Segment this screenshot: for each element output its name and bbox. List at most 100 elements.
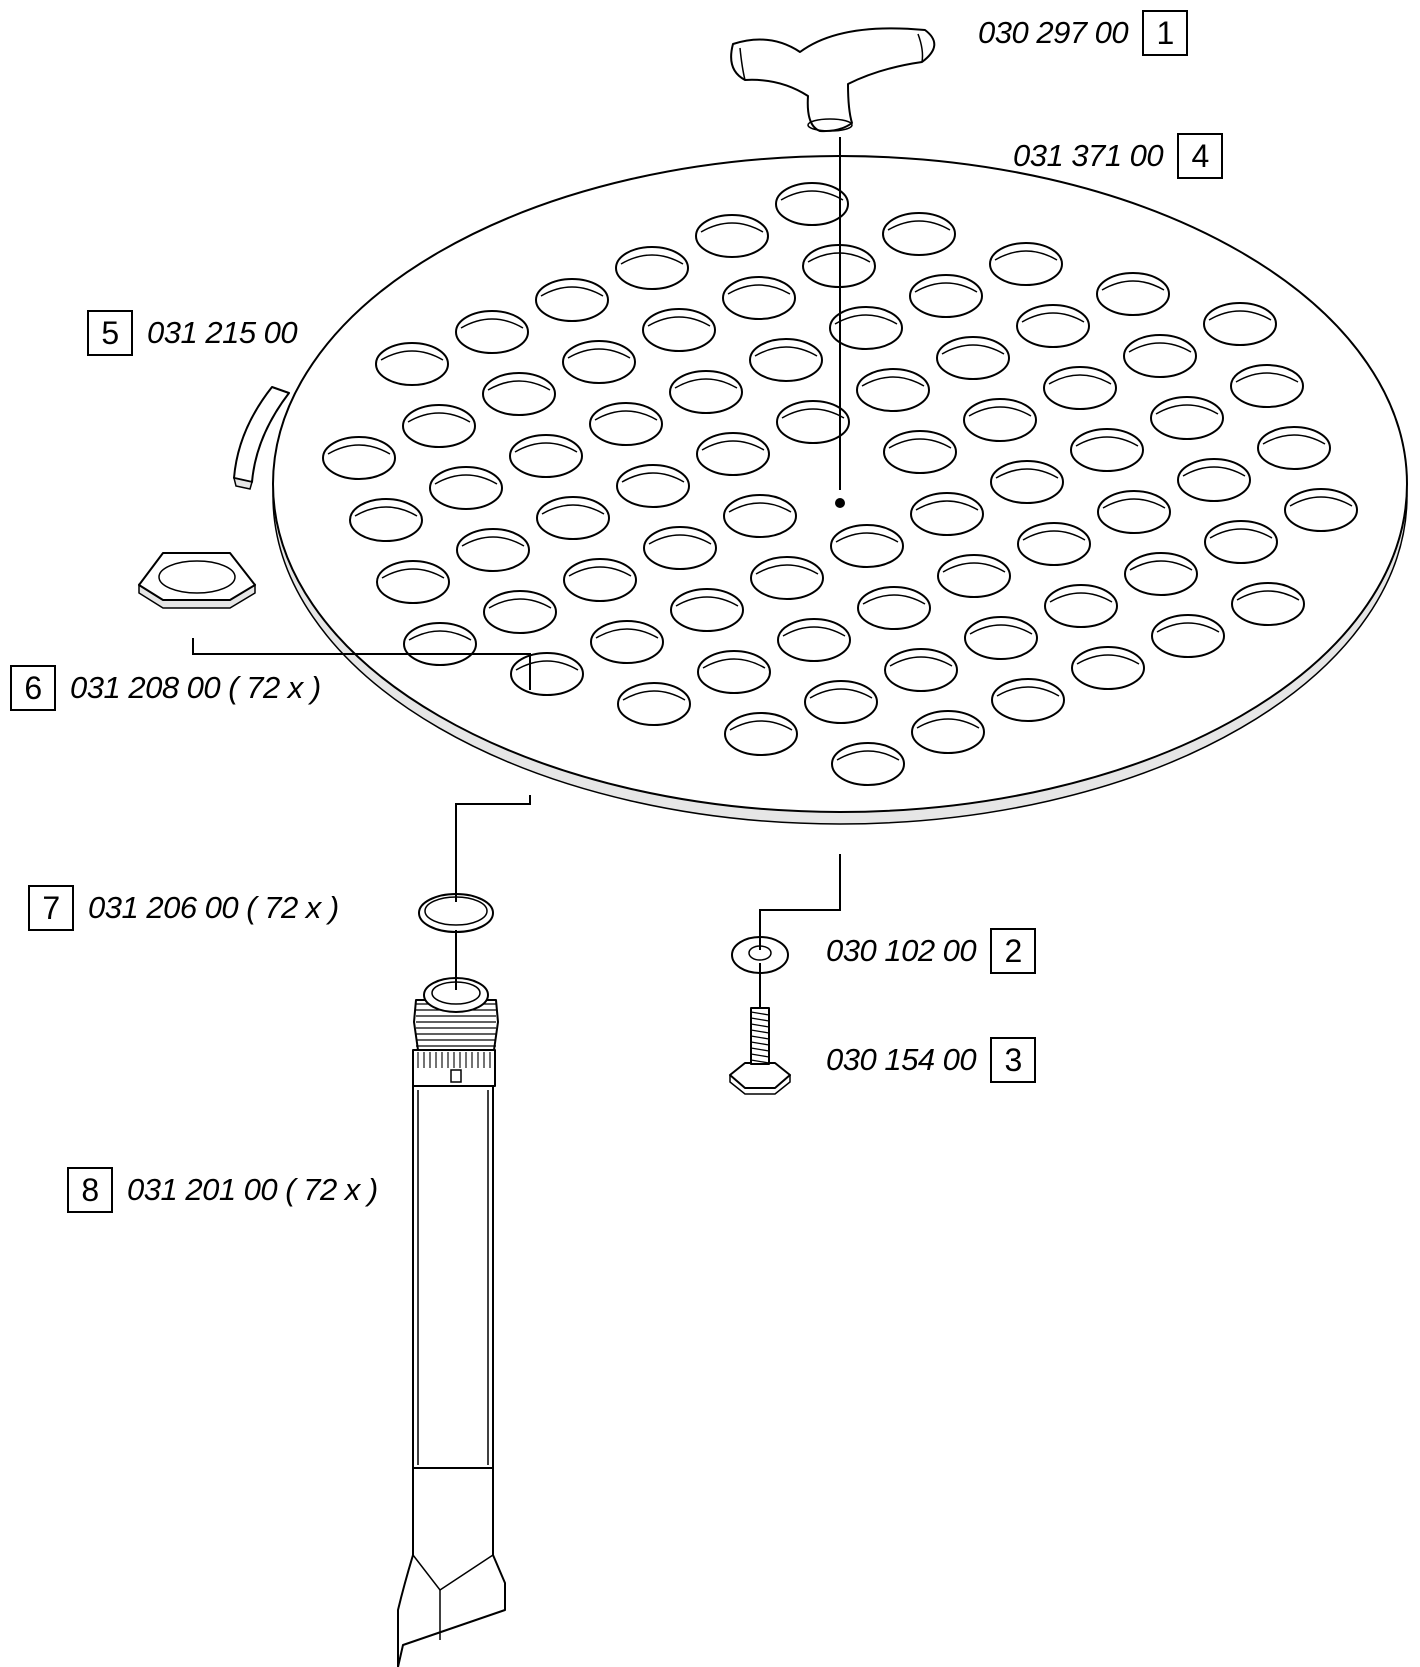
part-number-text: 030 297 00: [978, 15, 1129, 50]
plate-hole: [1071, 646, 1145, 690]
item-number-box: 7: [28, 885, 74, 931]
plate-hole: [697, 650, 771, 694]
plate-hole: [857, 586, 931, 630]
part-number-text: 031 201 00 ( 72 x ): [127, 1172, 378, 1207]
plate-hole: [429, 466, 503, 510]
plate-hole: [617, 682, 691, 726]
plate-hole: [482, 372, 556, 416]
part-number-text: 031 206 00 ( 72 x ): [88, 890, 339, 925]
filter-nozzle: [397, 977, 506, 1667]
plate-hole: [777, 618, 851, 662]
plate-hole: [322, 436, 396, 480]
part-number-text: 031 208 00 ( 72 x ): [70, 670, 321, 705]
part-number-text: 031 215 00: [147, 315, 298, 350]
plate-hole: [563, 558, 637, 602]
plate-hole: [883, 430, 957, 474]
part-label-6: 031 208 00 ( 72 x ) 6: [10, 665, 321, 711]
plate-hole: [1017, 522, 1091, 566]
plate-hole: [1231, 582, 1305, 626]
plate-hole: [856, 368, 930, 412]
item-number-box: 8: [67, 1167, 113, 1213]
plate-hole: [1016, 304, 1090, 348]
t-handle-knob: [730, 27, 936, 133]
plate-hole: [375, 342, 449, 386]
part-number-text: 031 371 00: [1013, 138, 1164, 173]
plate-hole: [749, 338, 823, 382]
plate-hole: [510, 652, 584, 696]
hex-nut: [138, 552, 256, 609]
plate-hole: [804, 680, 878, 724]
plate-hole: [1123, 334, 1197, 378]
plate-hole: [1096, 272, 1170, 316]
plate-hole: [882, 212, 956, 256]
plate-hole: [403, 622, 477, 666]
plate-hole: [963, 398, 1037, 442]
plate-hole: [402, 404, 476, 448]
plate-hole: [1124, 552, 1198, 596]
part-number-text: 030 154 00: [826, 1042, 977, 1077]
part-label-5: 031 215 00 5: [87, 310, 298, 356]
plate-hole: [937, 554, 1011, 598]
plate-hole: [1150, 396, 1224, 440]
plate-hole: [455, 310, 529, 354]
plate-hole: [829, 306, 903, 350]
plate-hole: [535, 278, 609, 322]
plate-hole: [670, 588, 744, 632]
plate-hole: [669, 370, 743, 414]
item-number-box: 5: [87, 310, 133, 356]
plate-hole: [722, 276, 796, 320]
part-label-7: 031 206 00 ( 72 x ) 7: [28, 885, 339, 931]
plate-hole: [775, 182, 849, 226]
part-label-4: 031 371 00 4: [1013, 133, 1224, 179]
plate-hole: [562, 340, 636, 384]
plate-hole: [376, 560, 450, 604]
plate-hole: [1230, 364, 1304, 408]
plate-hole: [1097, 490, 1171, 534]
plate-hole: [1070, 428, 1144, 472]
plate-hole: [1203, 302, 1277, 346]
plate-hole: [831, 742, 905, 786]
item-number-box: 3: [990, 1037, 1037, 1083]
plate-hole: [1204, 520, 1278, 564]
plate-hole: [964, 616, 1038, 660]
plate-hole: [911, 710, 985, 754]
nozzle-ribs: [417, 1052, 491, 1068]
part-number-text: 030 102 00: [826, 933, 977, 968]
part-label-1: 030 297 00 1: [978, 10, 1189, 56]
plate-hole: [642, 308, 716, 352]
leader-lines: [192, 137, 841, 1008]
part-label-8: 031 201 00 ( 72 x ) 8: [67, 1167, 378, 1213]
part-label-3: 030 154 00 3: [826, 1037, 1037, 1083]
plate-hole: [1177, 458, 1251, 502]
item-number-box: 4: [1177, 133, 1224, 179]
plate-hole: [724, 712, 798, 756]
plate-hole: [1043, 366, 1117, 410]
plate-hole: [456, 528, 530, 572]
plate-hole: [830, 524, 904, 568]
plate-hole: [589, 402, 663, 446]
plate-hole: [696, 432, 770, 476]
plate-hole: [349, 498, 423, 542]
plate-hole: [483, 590, 557, 634]
plate-hole: [615, 246, 689, 290]
center-hole: [835, 498, 845, 508]
plate-hole: [776, 400, 850, 444]
plate-hole: [1151, 614, 1225, 658]
item-number-box: 1: [1142, 10, 1189, 56]
plate-hole: [695, 214, 769, 258]
plate-hole: [590, 620, 664, 664]
part-label-2: 030 102 00 2: [826, 928, 1037, 974]
plate-hole: [989, 242, 1063, 286]
plate-hole: [643, 526, 717, 570]
plate-hole: [910, 492, 984, 536]
screw: [729, 1007, 791, 1095]
seal-strip: [232, 386, 290, 490]
item-number-box: 2: [990, 928, 1037, 974]
plate-hole: [616, 464, 690, 508]
plate-hole: [990, 460, 1064, 504]
plate-hole: [884, 648, 958, 692]
plate-hole: [509, 434, 583, 478]
plate-hole: [909, 274, 983, 318]
